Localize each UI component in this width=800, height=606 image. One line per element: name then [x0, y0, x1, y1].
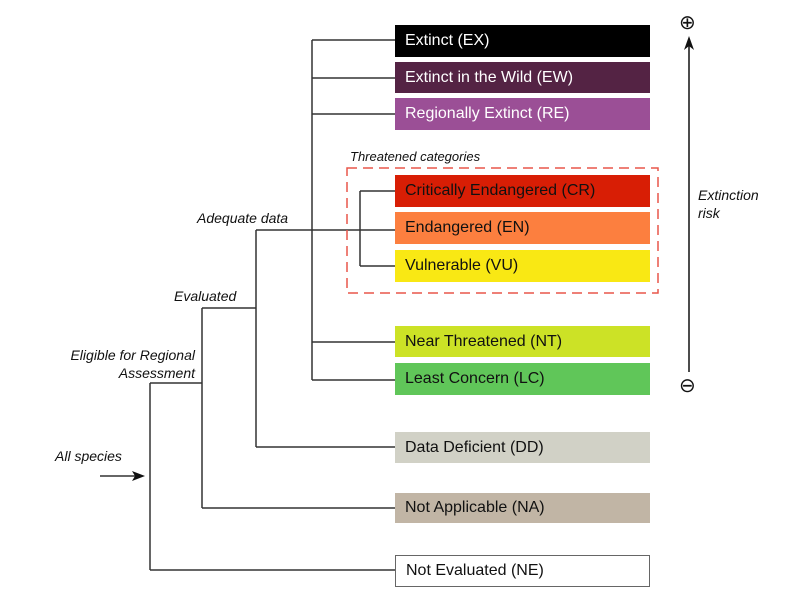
category-vu: Vulnerable (VU)	[395, 250, 650, 282]
category-label: Vulnerable (VU)	[405, 257, 519, 274]
category-en: Endangered (EN)	[395, 212, 650, 244]
risk-axis-label-line1: Extinction	[698, 187, 759, 203]
category-lc: Least Concern (LC)	[395, 363, 650, 395]
high-risk-symbol: ⊕	[679, 12, 696, 34]
low-risk-symbol: ⊖	[679, 375, 696, 397]
threatened-group-label: Threatened categories	[350, 149, 481, 164]
category-label: Near Threatened (NT)	[405, 332, 563, 350]
category-ew: Extinct in the Wild (EW)	[395, 62, 650, 93]
evaluated-label: Evaluated	[174, 288, 237, 304]
adequate-data-label: Adequate data	[197, 210, 289, 226]
risk-axis-label-line2: risk	[698, 205, 720, 221]
entry-arrow-head	[132, 471, 145, 481]
category-label: Extinct (EX)	[405, 32, 490, 49]
category-re: Regionally Extinct (RE)	[395, 98, 650, 130]
category-ne: Not Evaluated (NE)	[395, 555, 650, 587]
eligible-label-line1: Eligible for Regional	[70, 347, 195, 363]
risk-axis-label: Extinction risk	[698, 186, 759, 222]
category-cr: Critically Endangered (CR)	[395, 175, 650, 207]
eligible-label-line2: Assessment	[118, 365, 195, 381]
threatened-group-frame	[346, 167, 659, 294]
category-label: Least Concern (LC)	[405, 370, 545, 387]
category-label: Endangered (EN)	[405, 219, 530, 236]
risk-axis-arrowhead	[684, 36, 694, 50]
category-ex: Extinct (EX)	[395, 25, 650, 57]
category-label: Data Deficient (DD)	[405, 438, 544, 456]
category-na: Not Applicable (NA)	[395, 493, 650, 523]
category-dd: Data Deficient (DD)	[395, 432, 650, 463]
category-label: Not Evaluated (NE)	[406, 562, 544, 579]
category-label: Extinct in the Wild (EW)	[405, 68, 574, 86]
category-label: Regionally Extinct (RE)	[405, 105, 570, 122]
eligible-label: Eligible for Regional Assessment	[40, 346, 195, 382]
category-label: Critically Endangered (CR)	[405, 182, 596, 199]
category-label: Not Applicable (NA)	[405, 499, 545, 516]
category-nt: Near Threatened (NT)	[395, 326, 650, 357]
all-species-label: All species	[55, 448, 122, 464]
